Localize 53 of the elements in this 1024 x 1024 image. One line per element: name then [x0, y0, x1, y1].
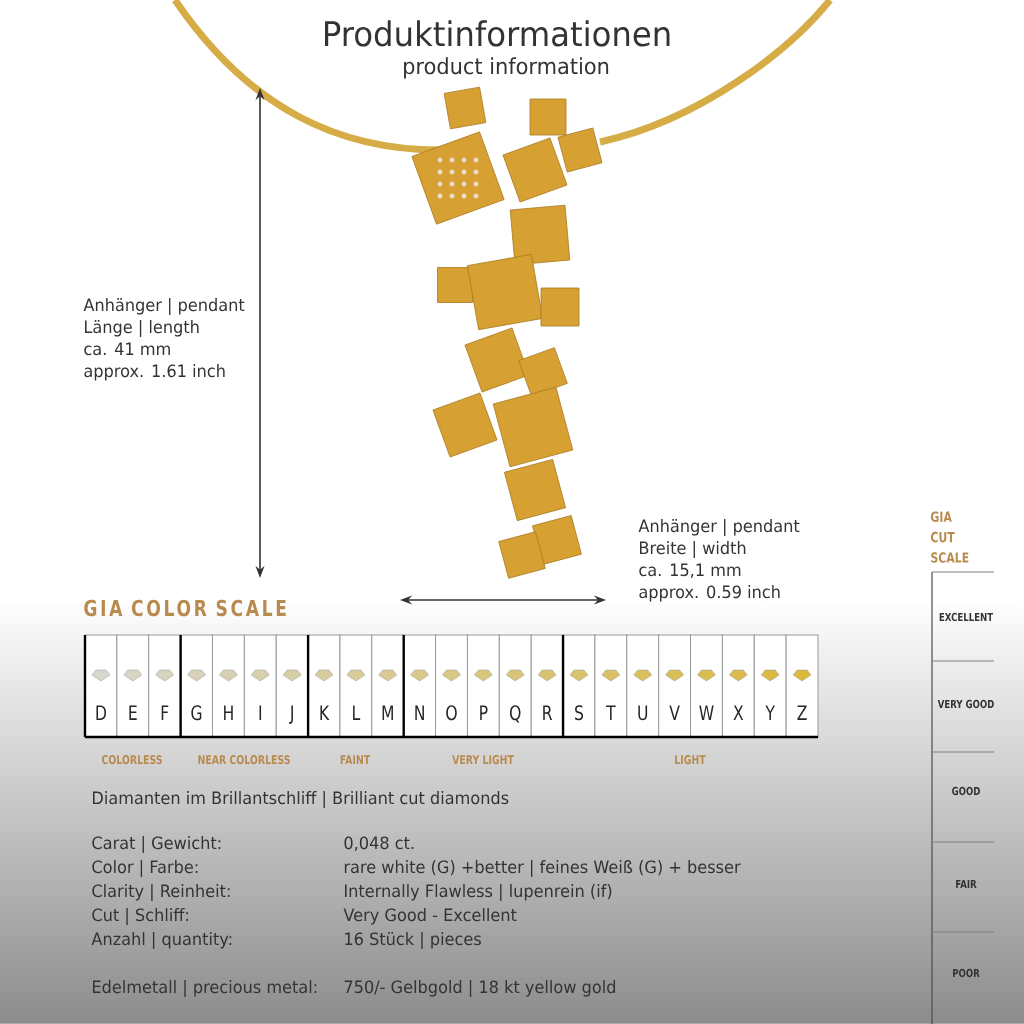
category-label: VERY LIGHT — [452, 755, 514, 765]
scale-cell: O — [435, 634, 468, 738]
scale-cell: T — [594, 634, 628, 738]
scale-cell: F — [148, 634, 182, 738]
scale-cell: Q — [498, 634, 532, 738]
scale-label: POOR — [953, 968, 980, 978]
table-cell: 16 Stück | pieces — [345, 932, 481, 950]
scale-label: EXCELLENT — [939, 612, 994, 622]
scale-cell: Y — [753, 634, 787, 738]
dimension-text: approx. 0.59 inch — [639, 585, 780, 602]
scale-cell: M — [371, 634, 405, 738]
table-cell: 750/- Gelbgold | 18 kt yellow gold — [344, 980, 615, 998]
table-cell: 0,048 ct. — [344, 836, 414, 851]
scale-cell: R — [530, 634, 564, 738]
dimension-text: approx. 1.61 inch — [84, 364, 225, 381]
scale-heading: GIA CUT SCALE — [930, 511, 969, 563]
scale-cell: V — [658, 634, 692, 738]
dimension-text: Anhänger | pendant — [83, 298, 245, 315]
dimension-text: Anhänger | pendant — [638, 519, 800, 537]
category-label: LIGHT — [675, 755, 706, 765]
category-label: NEAR COLORLESS — [198, 755, 290, 765]
scale-cell: P — [466, 634, 500, 738]
scale-heading: GIA COLOR SCALE — [84, 599, 286, 617]
table-cell: Edelmetall | precious metal: — [93, 980, 317, 998]
scale-cell: X — [721, 634, 755, 738]
category-label: FAINT — [340, 755, 371, 764]
table-cell: Anzahl | quantity: — [91, 932, 232, 950]
dimension-text: Breite | width — [640, 541, 746, 559]
table-cell: Clarity | Reinheit: — [92, 884, 230, 902]
scale-cell: U — [626, 634, 660, 738]
dimension-text: ca. 41 mm — [84, 342, 170, 356]
category-label: COLORLESS — [101, 755, 162, 765]
dimension-text: Länge | length — [85, 320, 199, 337]
scale-cell: I — [243, 634, 277, 738]
scale-label: GOOD — [952, 786, 980, 796]
scale-cell: E — [116, 634, 150, 738]
table-cell: Carat | Gewicht: — [92, 836, 221, 854]
description-text: Diamanten im Brillantschliff | Brilliant cut diamonds — [93, 791, 509, 809]
scale-cell: Z — [785, 634, 819, 738]
scale-cell: W — [690, 634, 723, 738]
subtitle: product information — [404, 57, 609, 79]
table-cell: Cut | Schliff: — [92, 908, 188, 926]
table-cell: Very Good - Excellent — [343, 908, 517, 925]
table-cell: Color | Farbe: — [92, 860, 198, 878]
table-cell: rare white (G) +better | feines Weiß (G) + besser — [344, 860, 741, 878]
title: Produktinformationen — [325, 20, 670, 47]
scale-cell: J — [275, 634, 309, 738]
scale-cell: L — [339, 634, 373, 738]
scale-cell: H — [212, 634, 245, 738]
dimension-text: ca. 15,1 mm — [639, 563, 741, 578]
scale-label: FAIR — [956, 880, 977, 888]
table-cell: Internally Flawless | lupenrein (if) — [345, 884, 612, 902]
scale-label: VERY GOOD — [937, 699, 994, 709]
